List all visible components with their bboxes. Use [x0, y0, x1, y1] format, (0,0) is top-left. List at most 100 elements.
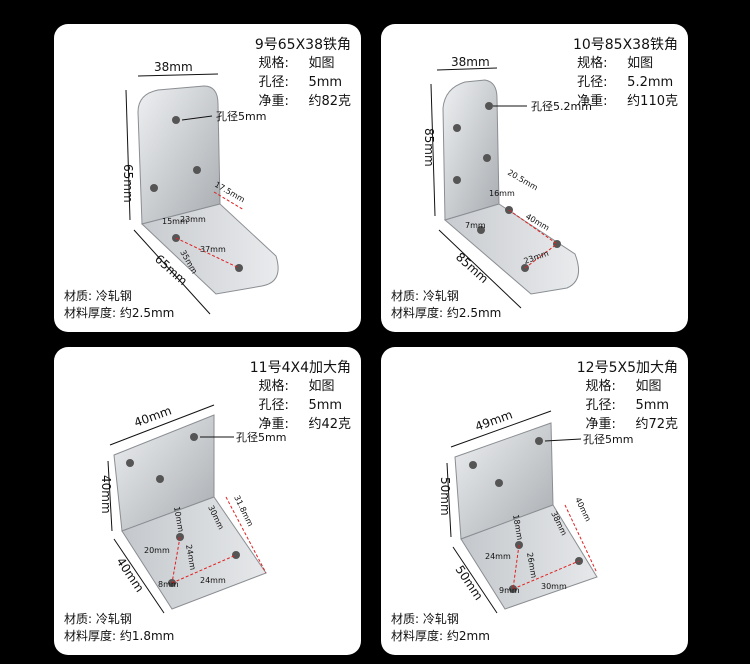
dim-label: 30mm [541, 582, 567, 591]
hole-callout: 孔径5mm [583, 433, 633, 446]
material-info: 材质: 冷轧钢 材料厚度: 约2.5mm [391, 288, 501, 322]
product-title: 9号65X38铁角 [254, 37, 351, 53]
weight-value: 约82克 [308, 94, 351, 109]
weight-label: 净重: [577, 94, 608, 109]
hole [483, 154, 491, 162]
hole-value: 5mm [308, 398, 343, 413]
spec-value: 如图 [635, 379, 662, 394]
weight-label: 净重: [585, 417, 616, 432]
vertical-plate [137, 85, 221, 225]
thickness-label: 材料厚度: [391, 306, 444, 320]
product-card-10: 10号85X38铁角 规格:如图 孔径:5.2mm 净重:约110克 38mm … [381, 24, 688, 332]
dim-label: 26mm [525, 552, 538, 579]
spec-value: 如图 [308, 379, 335, 394]
thickness-value: 约1.8mm [119, 629, 175, 643]
spec-list: 规格: 如图 孔径: 5mm 净重: 约82克 [258, 54, 351, 111]
weight-label: 净重: [258, 94, 289, 109]
hole-value: 5mm [308, 75, 343, 90]
dim-label: 9mm [499, 586, 520, 595]
product-card-12: 12号5X5加大角 规格: 如图 孔径: 5mm 净重: 约72克 49mm 50mm… [381, 347, 688, 655]
dim-label: 24mm [485, 552, 511, 561]
hole-callout: 孔径5.2mm [531, 100, 592, 113]
hole [190, 433, 198, 441]
bracket-illustration: 49mm 50mm 50mm 孔径5mm 40mm 38mm 18mm 24mm… [438, 407, 633, 614]
bracket-illustration: 40mm 40mm 40mm 孔径5mm 31.8mm 30mm 10mm 20… [99, 403, 286, 614]
hole-callout: 孔径5mm [216, 110, 266, 123]
bottom-plate [460, 504, 598, 610]
hole-value: 5.2mm [627, 75, 674, 90]
material-info: 材质: 冷轧钢 材料厚度: 约2mm [391, 611, 490, 645]
hole [172, 116, 180, 124]
hole [193, 166, 201, 174]
top-dimension: 38mm [451, 55, 490, 69]
product-card-9: 9号65X38铁角 规格: 如图 孔径: 5mm 净重: 约82克 38mm 65mm… [54, 24, 361, 332]
spec-label: 规格: [577, 56, 608, 71]
material-value: 冷轧钢 [422, 612, 459, 626]
dim-label: 31.8mm [232, 494, 255, 528]
spec-value: 如图 [627, 56, 654, 71]
thickness-value: 约2mm [446, 629, 490, 643]
vertical-plate [442, 79, 500, 221]
hole-callout: 孔径5mm [236, 431, 286, 444]
material-value: 冷轧钢 [95, 612, 132, 626]
hole-label: 孔径: [585, 398, 616, 413]
hole [453, 124, 461, 132]
dim-label: 7mm [465, 221, 486, 230]
material-label: 材质: [391, 289, 420, 303]
thickness-value: 约2.5mm [119, 306, 175, 320]
material-label: 材质: [64, 289, 93, 303]
spec-list: 规格: 如图 孔径: 5mm 净重: 约42克 [258, 377, 351, 434]
product-title: 12号5X5加大角 [576, 360, 678, 376]
spec-list: 规格: 如图 孔径: 5mm 净重: 约72克 [585, 377, 678, 434]
spec-label: 规格: [585, 379, 616, 394]
dim-label: 15mm [162, 217, 188, 226]
hole [150, 184, 158, 192]
material-value: 冷轧钢 [422, 289, 459, 303]
bracket-illustration: 38mm 85mm 85mm 孔径5.2mm 20.5mm 16mm 40mm … [422, 55, 592, 309]
bottom-plate [140, 203, 279, 295]
hole [126, 459, 134, 467]
hole [535, 437, 543, 445]
weight-value: 约72克 [635, 417, 678, 432]
dim-label: 18mm [511, 514, 524, 541]
hole-value: 5mm [635, 398, 670, 413]
dim-label: 37mm [200, 245, 226, 254]
spec-label: 规格: [258, 56, 289, 71]
spec-label: 规格: [258, 379, 289, 394]
dim-label: 10mm [172, 506, 185, 533]
hole [477, 226, 485, 234]
thickness-label: 材料厚度: [64, 306, 117, 320]
weight-label: 净重: [258, 417, 289, 432]
dim-label: 8mm [158, 580, 179, 589]
bracket-illustration: 38mm 65mm 65mm 孔径5mm 17.5mm 15mm 23mm 37… [121, 60, 279, 315]
spec-value: 如图 [308, 56, 335, 71]
product-title: 11号4X4加大角 [249, 360, 351, 376]
dim-label: 23mm [180, 215, 206, 224]
dim-label: 40mm [573, 496, 592, 523]
dim-label: 16mm [489, 189, 515, 198]
hole [469, 461, 477, 469]
weight-value: 约42克 [308, 417, 351, 432]
hole [232, 551, 240, 559]
material-info: 材质: 冷轧钢 材料厚度: 约2.5mm [64, 288, 174, 322]
dim-label: 24mm [200, 576, 226, 585]
side-dimension: 50mm [438, 477, 452, 516]
side-dimension: 40mm [99, 475, 113, 514]
material-value: 冷轧钢 [95, 289, 132, 303]
hole-label: 孔径: [577, 75, 608, 90]
hole-label: 孔径: [258, 398, 289, 413]
material-info: 材质: 冷轧钢 材料厚度: 约1.8mm [64, 611, 174, 645]
product-title: 10号85X38铁角 [572, 37, 678, 53]
hole [495, 479, 503, 487]
material-label: 材质: [391, 612, 420, 626]
bottom-plate [443, 203, 580, 295]
thickness-label: 材料厚度: [64, 629, 117, 643]
thickness-value: 约2.5mm [446, 306, 502, 320]
hole [156, 475, 164, 483]
hole [453, 176, 461, 184]
hole [485, 102, 493, 110]
product-card-11: 11号4X4加大角 规格: 如图 孔径: 5mm 净重: 约42克 40mm 40mm… [54, 347, 361, 655]
material-label: 材质: [64, 612, 93, 626]
hole-label: 孔径: [258, 75, 289, 90]
spec-list: 规格:如图 孔径:5.2mm 净重:约110克 [577, 54, 678, 111]
